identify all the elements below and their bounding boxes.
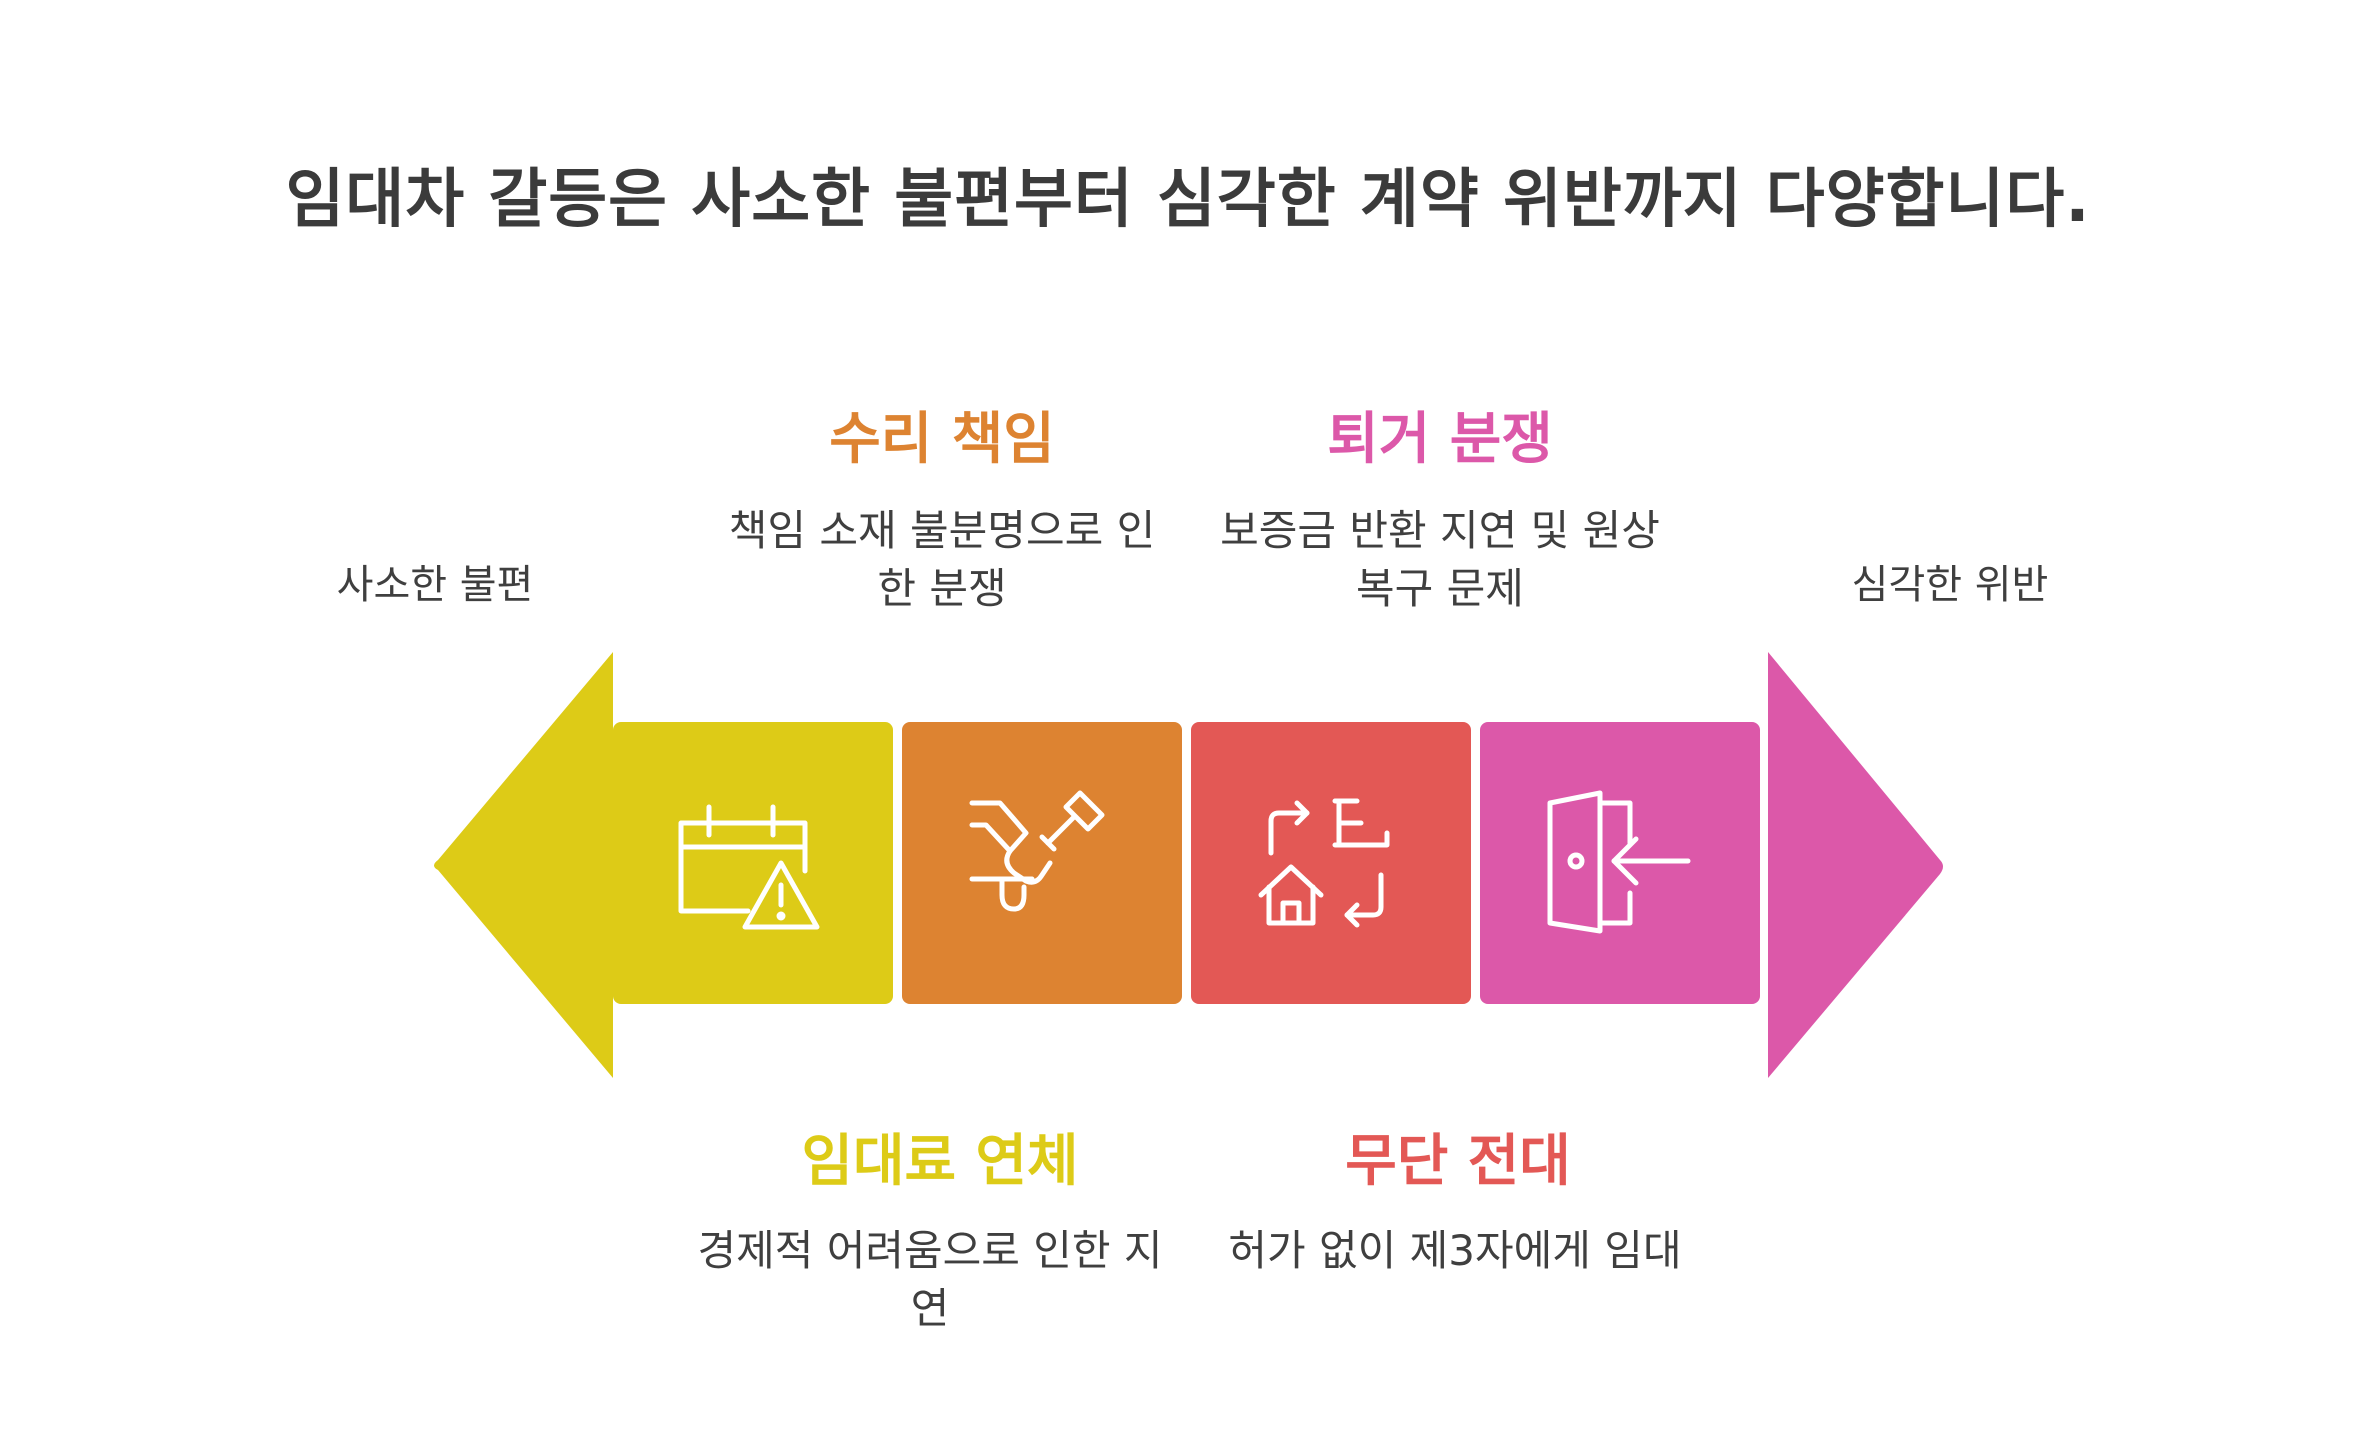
page-title: 임대차 갈등은 사소한 불편부터 심각한 계약 위반까지 다양합니다. [285, 163, 2091, 237]
scale-right-label: 심각한 위반 [1851, 562, 2049, 608]
stage-block-repair-responsibility [902, 722, 1182, 1004]
stage-description-unauthorized-sublease: 허가 없이 제3자에게 임대 [1228, 1226, 1682, 1275]
faucet-wrench-icon [962, 783, 1122, 943]
stage-description-repair-responsibility: 책임 소재 불분명으로 인한 분쟁 [728, 506, 1156, 613]
house-exchange-icon [1251, 783, 1411, 943]
stage-block-rent-arrears [613, 722, 893, 1004]
scale-left-label: 사소한 불편 [336, 562, 534, 608]
stage-heading-repair-responsibility: 수리 책임 [829, 407, 1055, 472]
stage-heading-rent-arrears: 임대료 연체 [801, 1129, 1079, 1194]
stage-description-rent-arrears: 경제적 어려움으로 인한 지연 [697, 1226, 1163, 1333]
stage-block-unauthorized-sublease [1191, 722, 1471, 1004]
stage-block-eviction-dispute [1480, 722, 1760, 1004]
stage-description-eviction-dispute: 보증금 반환 지연 및 원상복구 문제 [1220, 506, 1660, 613]
stage-heading-unauthorized-sublease: 무단 전대 [1345, 1129, 1571, 1194]
door-exit-icon [1540, 783, 1700, 943]
left-arrow-head [434, 652, 613, 1078]
stage-heading-eviction-dispute: 퇴거 분쟁 [1327, 407, 1553, 472]
calendar-warning-icon [673, 783, 833, 943]
right-arrow-head [1768, 652, 1943, 1078]
